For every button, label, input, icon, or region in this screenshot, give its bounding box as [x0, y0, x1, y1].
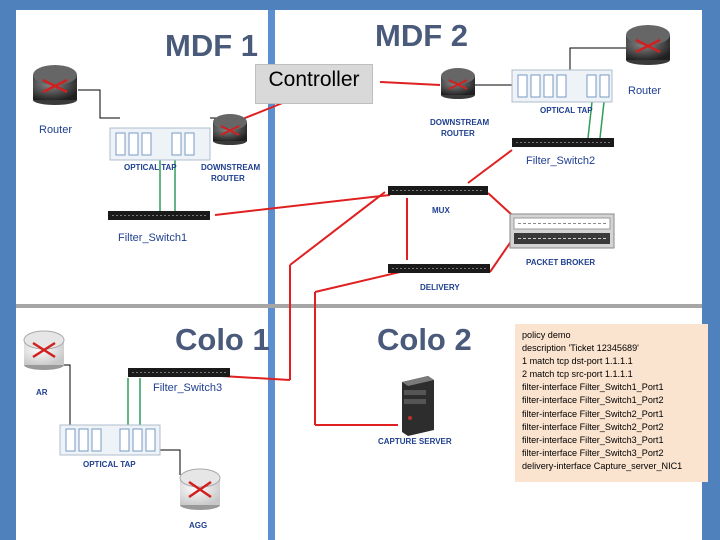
downstream-router-left-label-line2: ROUTER	[211, 174, 245, 183]
mux-label: MUX	[432, 206, 450, 215]
link-tap-fs2-a	[587, 101, 593, 139]
downstream-router-right-label-line1: DOWNSTREAM	[430, 118, 489, 127]
policy-line: 2 match tcp src-port 1.1.1.1	[522, 369, 633, 380]
optical-tap-left	[109, 127, 211, 161]
filter-switch2	[512, 138, 614, 147]
downstream-router-right-label-line2: ROUTER	[441, 129, 475, 138]
link-fs2-mux	[467, 149, 513, 184]
controller-box: Controller	[255, 64, 373, 104]
link-delivery-capture-a	[314, 271, 401, 293]
link-tap-fs2-b	[599, 101, 605, 139]
policy-line: filter-interface Filter_Switch3_Port2	[522, 447, 664, 458]
vertical-divider	[268, 10, 275, 540]
policy-line: filter-interface Filter_Switch2_Port1	[522, 408, 664, 419]
link-tap-agg	[160, 449, 181, 475]
zone-title-mdf1: MDF 1	[165, 28, 258, 63]
mux-switch	[388, 186, 488, 195]
link-delivery-broker	[489, 239, 513, 273]
downstream-router-right	[441, 68, 475, 99]
optical-tap-right	[511, 69, 613, 103]
link-router-right-tap	[569, 47, 640, 70]
zone-title-colo1: Colo 1	[175, 322, 270, 357]
ar-label: AR	[36, 388, 48, 397]
optical-tap-left-label: OPTICAL TAP	[124, 163, 177, 172]
link-router-left-tap	[78, 89, 120, 119]
filter-switch1	[108, 211, 210, 220]
delivery-label: DELIVERY	[420, 283, 460, 292]
downstream-router-left	[213, 114, 247, 145]
link-mux-delivery-left	[289, 191, 386, 266]
router-ar	[23, 330, 65, 370]
policy-line: filter-interface Filter_Switch1_Port1	[522, 382, 664, 393]
packet-broker	[509, 213, 615, 249]
policy-line: 1 match tcp dst-port 1.1.1.1	[522, 356, 633, 367]
green-links	[127, 101, 605, 430]
filter-switch3-label: Filter_Switch3	[153, 382, 222, 394]
policy-line: filter-interface Filter_Switch3_Port1	[522, 434, 664, 445]
filter-switch1-label: Filter_Switch1	[118, 232, 187, 244]
policy-line: description 'Ticket 12345689'	[522, 343, 639, 354]
link-ar-tap	[45, 364, 71, 425]
red-links	[204, 81, 513, 426]
zone-title-colo2: Colo 2	[377, 322, 472, 357]
packet-broker-label: PACKET BROKER	[526, 258, 595, 267]
policy-config-note: policy demo description 'Ticket 12345689…	[515, 324, 708, 482]
agg-label: AGG	[189, 521, 207, 530]
router-left-label: Router	[39, 124, 72, 136]
link-fs1-mux	[214, 194, 391, 216]
policy-line: filter-interface Filter_Switch1_Port2	[522, 395, 664, 406]
link-downstream-right-controller	[379, 81, 441, 86]
capture-server	[402, 376, 434, 436]
filter-switch2-label: Filter_Switch2	[526, 155, 595, 167]
optical-tap-colo-label: OPTICAL TAP	[83, 460, 136, 469]
router-agg	[179, 468, 221, 510]
router-right	[626, 25, 670, 65]
delivery-switch	[388, 264, 490, 273]
policy-line: policy demo	[522, 330, 571, 340]
downstream-router-left-label-line1: DOWNSTREAM	[201, 163, 260, 172]
policy-line: delivery-interface Capture_server_NIC1	[522, 460, 683, 471]
router-left	[33, 65, 77, 105]
router-right-label: Router	[628, 85, 661, 97]
filter-switch3	[128, 368, 230, 377]
optical-tap-right-label: OPTICAL TAP	[540, 106, 593, 115]
capture-server-label: CAPTURE SERVER	[378, 437, 452, 446]
optical-tap-colo	[59, 424, 161, 456]
policy-line: filter-interface Filter_Switch2_Port2	[522, 421, 664, 432]
zone-title-mdf2: MDF 2	[375, 18, 468, 53]
link-mux-broker	[487, 192, 513, 216]
